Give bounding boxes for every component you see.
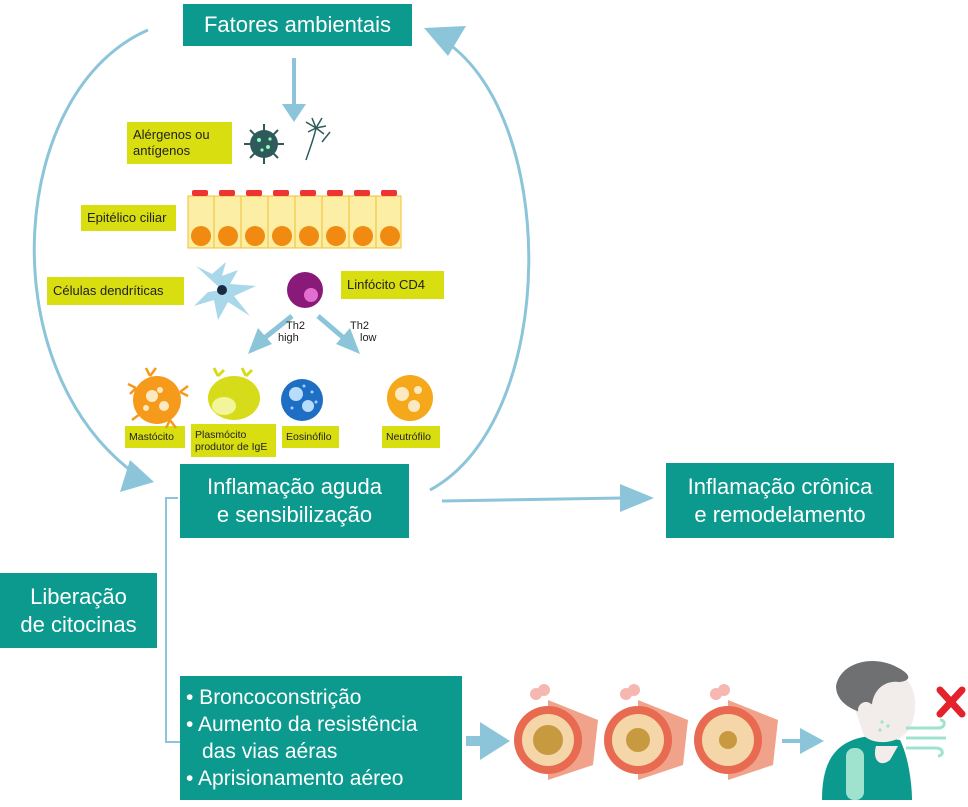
label-mast-cell-text: Mastócito: [129, 431, 174, 443]
bronchus-icon: [514, 684, 778, 780]
box-chronic-line2: e remodelamento: [694, 501, 866, 527]
effect-bronchoconstriction: • Broncoconstrição: [186, 686, 362, 709]
box-acute-line1: Inflamação aguda: [207, 474, 382, 499]
th2-low-arrow-shaft: [316, 314, 348, 342]
effect-resistance-cont: das vias aéras: [202, 740, 338, 763]
neutrophil-icon: [387, 375, 433, 421]
label-epithelium-text: Epitélico ciliar: [87, 210, 167, 225]
label-neutrophil-text: Neutrófilo: [386, 431, 431, 443]
label-allergens: Alérgenos ou antígenos: [127, 122, 232, 164]
box-acute-inflammation: Inflamação aguda e sensibilização: [180, 464, 409, 538]
cycle-arc-right: [429, 36, 531, 492]
th2-high-arrow-shaft: [260, 314, 294, 342]
virus-icon: [244, 124, 284, 164]
effect-air-trapping: • Aprisionamento aéreo: [186, 767, 404, 790]
dendritic-cell-icon: [194, 262, 256, 320]
down-arrow-head: [282, 104, 306, 122]
epithelium-icon: [187, 190, 402, 249]
box-environmental-factors-text: Fatores ambientais: [203, 12, 392, 37]
th2-high-arrow-head: [248, 328, 272, 354]
box-chronic-inflammation: Inflamação crônica e remodelamento: [666, 463, 894, 538]
label-lymphocyte: Linfócito CD4: [341, 271, 444, 299]
label-allergens-line2: antígenos: [133, 143, 191, 158]
th2-high-line1: Th2: [286, 320, 305, 332]
coughing-person-icon: [822, 660, 946, 800]
box-cytokine-release: Liberação de citocinas: [0, 573, 157, 648]
box-environmental-factors: Fatores ambientais: [183, 4, 412, 46]
label-dendritic: Células dendríticas: [47, 277, 184, 305]
label-plasmocyte: Plasmócito produtor de IgE: [191, 424, 276, 457]
label-lymphocyte-text: Linfócito CD4: [347, 277, 426, 292]
box-airway-effects: • Broncoconstrição • Aumento da resistên…: [180, 676, 462, 800]
cycle-arc-left: [32, 28, 149, 472]
plasmocyte-icon: [208, 367, 260, 420]
effect-resistance: • Aumento da resistência: [186, 713, 418, 736]
box-acute-line2: e sensibilização: [216, 502, 373, 527]
th2-high-label: Th2 high: [278, 320, 305, 344]
label-dendritic-text: Células dendríticas: [53, 283, 164, 298]
eosinophil-icon: [281, 379, 323, 421]
label-eosinophil: Eosinófilo: [282, 426, 339, 448]
dandelion-icon: [305, 117, 331, 161]
mast-cell-icon: [127, 367, 189, 429]
th2-low-arrow-head: [336, 328, 360, 354]
th2-high-line2: high: [278, 332, 299, 344]
breath-icon: [906, 718, 946, 758]
label-eosinophil-text: Eosinófilo: [286, 431, 332, 443]
label-neutrophil: Neutrófilo: [382, 426, 440, 448]
th2-low-label: Th2 low: [350, 320, 377, 344]
cycle-arrowhead-right: [424, 26, 466, 56]
person-arrow-head: [800, 728, 824, 754]
cycle-arrowhead-left: [120, 460, 154, 492]
chronic-arrow-shaft: [441, 496, 623, 503]
label-allergens-line1: Alérgenos ou: [133, 127, 210, 142]
label-mast-cell: Mastócito: [125, 426, 185, 448]
box-chronic-line1: Inflamação crônica: [687, 473, 873, 499]
cytokine-connector: [165, 497, 180, 743]
th2-low-line2: low: [360, 332, 377, 344]
chronic-arrow-head: [620, 484, 654, 512]
bronchi-arrow-head: [480, 722, 510, 760]
label-epithelium: Epitélico ciliar: [81, 205, 176, 231]
box-cytokine-line2: de citocinas: [20, 611, 137, 637]
label-plasmocyte-line1: Plasmócito: [195, 428, 247, 441]
label-plasmocyte-line2: produtor de IgE: [195, 440, 268, 453]
x-mark-icon: [936, 686, 966, 718]
lymphocyte-icon: [287, 272, 323, 308]
th2-low-line1: Th2: [350, 320, 369, 332]
box-cytokine-line1: Liberação: [30, 583, 127, 609]
